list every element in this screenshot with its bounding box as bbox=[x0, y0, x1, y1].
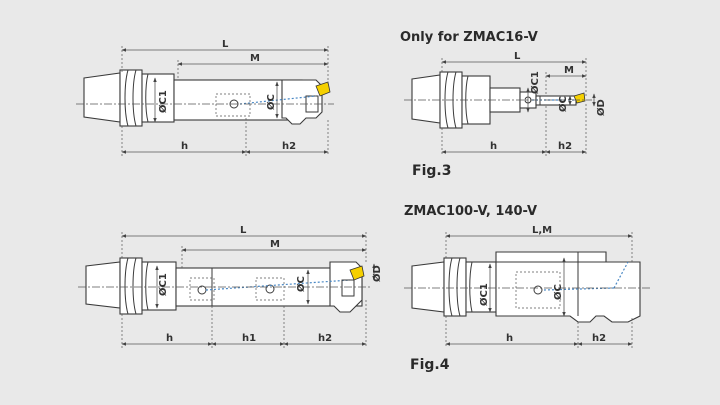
dim-label-c-bottom-right: ØC bbox=[552, 284, 564, 300]
dim-label-h2-fig3: h2 bbox=[558, 141, 572, 152]
dim-label-M-fig4: M bbox=[270, 239, 280, 250]
dim-label-h-fig4: h bbox=[166, 333, 173, 344]
caption-fig4: Fig.4 bbox=[410, 357, 450, 373]
dim-label-LM: L,M bbox=[532, 225, 552, 236]
dims-bottom-right bbox=[445, 232, 633, 348]
insert-icon-fig4 bbox=[349, 265, 365, 281]
dim-label-h2-fig4: h2 bbox=[318, 333, 332, 344]
dims-bottom-left bbox=[121, 232, 376, 348]
insert-icon bbox=[315, 81, 331, 97]
holder-top-left bbox=[76, 69, 334, 127]
dim-label-c-fig4: ØC bbox=[295, 276, 307, 292]
dim-label-M: M bbox=[250, 53, 260, 64]
dim-label-d-fig3: ØD bbox=[595, 99, 607, 116]
dim-label-h-bottom-right: h bbox=[506, 333, 513, 344]
dim-label-c1: ØC1 bbox=[157, 90, 169, 113]
dim-label-c: ØC bbox=[265, 94, 277, 110]
dim-label-h: h bbox=[181, 141, 188, 152]
dims-top-left bbox=[121, 46, 329, 156]
insert-icon-small bbox=[573, 92, 586, 104]
dim-label-c-fig3: ØC bbox=[557, 96, 569, 112]
dim-label-c1-fig4: ØC1 bbox=[157, 273, 169, 296]
dim-label-L-fig4: L bbox=[240, 225, 247, 236]
title-zmac16: Only for ZMAC16-V bbox=[400, 30, 538, 45]
dim-label-h-fig3: h bbox=[490, 141, 497, 152]
caption-fig3: Fig.3 bbox=[412, 163, 451, 179]
dim-label-h1-fig4: h1 bbox=[242, 333, 256, 344]
holder-top-right bbox=[404, 71, 592, 129]
holder-bottom-left bbox=[78, 257, 370, 315]
dim-label-L-fig3: L bbox=[514, 51, 521, 62]
dim-label-h2: h2 bbox=[282, 141, 296, 152]
title-zmac100: ZMAC100-V, 140-V bbox=[404, 204, 537, 219]
dim-label-c1-bottom-right: ØC1 bbox=[478, 283, 490, 306]
dim-label-d-fig4: ØD bbox=[371, 265, 383, 282]
dim-label-c1-fig3: ØC1 bbox=[529, 71, 541, 94]
dims-top-right bbox=[441, 58, 596, 156]
dim-label-L: L bbox=[222, 39, 229, 50]
dim-label-M-fig3: M bbox=[564, 65, 574, 76]
holder-bottom-right bbox=[404, 251, 650, 323]
dim-label-h2-bottom-right: h2 bbox=[592, 333, 606, 344]
